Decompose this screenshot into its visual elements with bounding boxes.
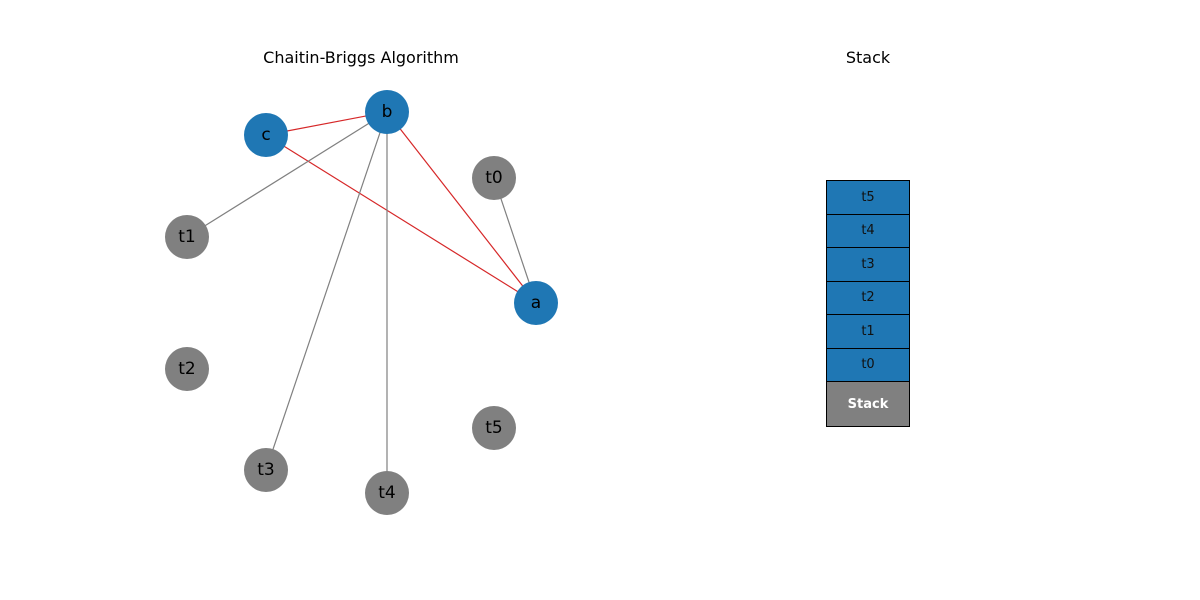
stack-item-t4: t4 xyxy=(826,213,910,248)
node-label-c: c xyxy=(261,125,270,145)
node-circle-b xyxy=(365,90,409,134)
node-circle-a xyxy=(514,281,558,325)
stack-title: Stack xyxy=(845,48,891,67)
stack-item-t3: t3 xyxy=(826,247,910,282)
stack-item-t0: t0 xyxy=(826,347,910,382)
node-circle-t1 xyxy=(165,215,209,259)
node-label-t1: t1 xyxy=(178,227,195,247)
node-t0: t0 xyxy=(472,156,516,200)
node-label-t0: t0 xyxy=(485,168,502,188)
edge-b-t1 xyxy=(186,111,388,238)
node-label-t4: t4 xyxy=(378,483,395,503)
node-circle-t0 xyxy=(472,156,516,200)
stack-item-t2: t2 xyxy=(826,280,910,315)
node-t4: t4 xyxy=(365,471,409,515)
node-circle-c xyxy=(244,113,288,157)
edge-b-t3 xyxy=(265,111,388,471)
node-t2: t2 xyxy=(165,347,209,391)
stack-base-label: Stack xyxy=(826,381,910,427)
edge-c-a xyxy=(265,134,537,304)
node-circle-t2 xyxy=(165,347,209,391)
node-circle-t3 xyxy=(244,448,288,492)
edge-b-a xyxy=(386,111,537,304)
stack-item-t5: t5 xyxy=(826,180,910,215)
node-b: b xyxy=(365,90,409,134)
node-label-a: a xyxy=(531,293,541,313)
graph-title: Chaitin-Briggs Algorithm xyxy=(263,48,459,67)
node-label-t3: t3 xyxy=(257,460,274,480)
node-c: c xyxy=(244,113,288,157)
node-a: a xyxy=(514,281,558,325)
node-t3: t3 xyxy=(244,448,288,492)
node-t5: t5 xyxy=(472,406,516,450)
node-label-t2: t2 xyxy=(178,359,195,379)
graph-nodes: b c a t0 t1 t2 t3 t4 t5 xyxy=(165,90,558,515)
node-t1: t1 xyxy=(165,215,209,259)
node-label-t5: t5 xyxy=(485,418,502,438)
node-label-b: b xyxy=(382,102,393,122)
node-circle-t5 xyxy=(472,406,516,450)
stack-item-t1: t1 xyxy=(826,314,910,349)
node-circle-t4 xyxy=(365,471,409,515)
